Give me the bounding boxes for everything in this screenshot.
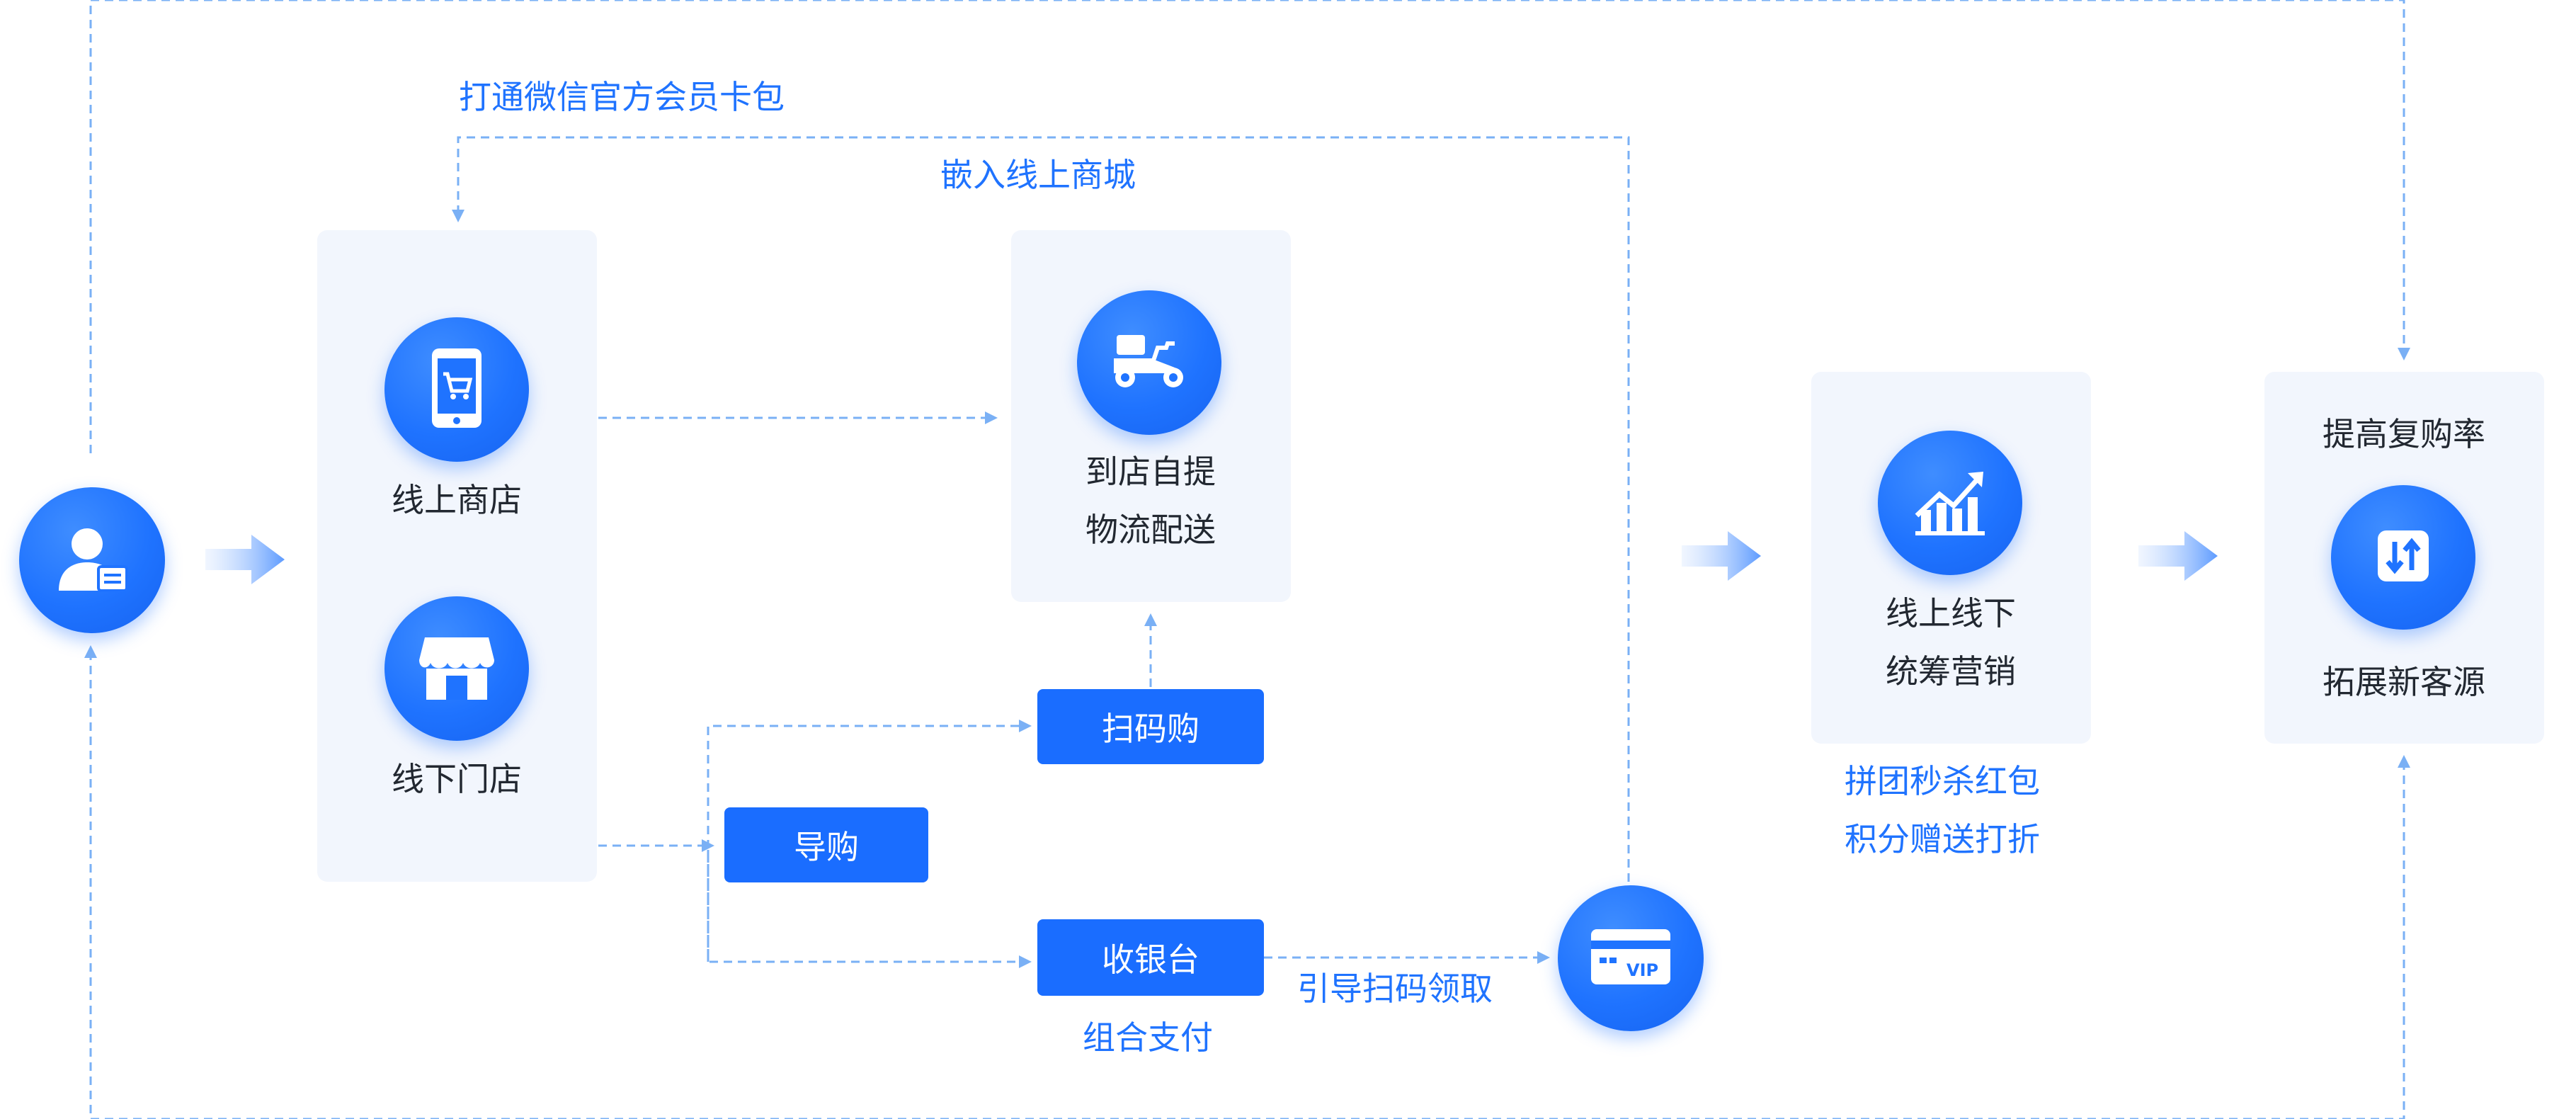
marketing-circle[interactable] — [1878, 431, 2022, 575]
cashier-button[interactable]: 收银台 — [1037, 919, 1264, 996]
flow-arrow-1 — [205, 535, 285, 584]
online-store-label: 线上商店 — [392, 481, 522, 519]
pickup-label: 到店自提 — [1085, 453, 1216, 491]
combined-pay-label: 组合支付 — [1083, 1018, 1213, 1057]
member-icon-circle — [19, 487, 165, 633]
scan-buy-button[interactable]: 扫码购 — [1037, 689, 1264, 764]
rising-chart-icon — [1911, 466, 1989, 540]
guide-button[interactable]: 导购 — [724, 807, 928, 882]
flow-arrow-2 — [1682, 531, 1761, 581]
top-loop-line — [89, 0, 2410, 453]
mobile-cart-icon — [425, 346, 489, 433]
bottom-loop-line — [84, 645, 2410, 1119]
wechat-card-line — [452, 136, 1630, 882]
wechat-card-label: 打通微信官方会员卡包 — [459, 78, 785, 116]
marketing-label-1: 线上线下 — [1886, 594, 2016, 632]
storefront-icon — [418, 632, 496, 705]
member-user-icon — [53, 520, 131, 601]
flow-arrow-3 — [2138, 531, 2218, 581]
delivery-circle[interactable] — [1077, 290, 1221, 435]
embed-mall-label: 嵌入线上商城 — [940, 156, 1136, 194]
vip-card-circle[interactable]: VIP — [1558, 885, 1704, 1031]
repurchase-label: 提高复购率 — [2323, 415, 2485, 453]
online-store-circle[interactable] — [384, 317, 529, 462]
offline-store-label: 线下门店 — [392, 760, 522, 798]
promo-label-2: 积分赠送打折 — [1845, 820, 2040, 858]
delivery-scooter-icon — [1107, 329, 1192, 396]
vip-card-icon: VIP — [1588, 925, 1673, 992]
growth-circle[interactable] — [2331, 485, 2475, 630]
up-down-arrows-icon — [2375, 528, 2432, 587]
expand-label: 拓展新客源 — [2323, 663, 2485, 701]
promo-label-1: 拼团秒杀红包 — [1845, 762, 2040, 800]
guide-scan-label: 引导扫码领取 — [1297, 970, 1493, 1008]
marketing-label-2: 统筹营销 — [1886, 652, 2016, 691]
offline-store-circle[interactable] — [384, 596, 529, 741]
svg-text:VIP: VIP — [1626, 960, 1658, 980]
delivery-label: 物流配送 — [1085, 511, 1216, 549]
